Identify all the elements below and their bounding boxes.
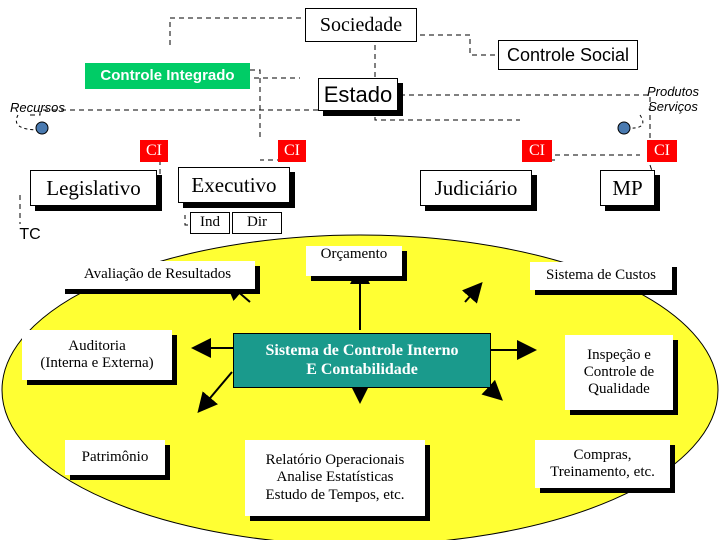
estado-box: Estado: [318, 78, 398, 111]
executivo-label: Executivo: [191, 172, 277, 197]
estado-label: Estado: [323, 81, 393, 107]
sistema-custos-label: Sistema de Custos: [545, 267, 656, 284]
ci-badge: CI: [278, 140, 306, 162]
inspecao-box: Inspeção e Controle de Qualidade: [565, 335, 673, 410]
ind-box: Ind: [190, 212, 230, 234]
compras-box: Compras, Treinamento, etc.: [535, 440, 670, 488]
inspecao-label: Inspeção e Controle de Qualidade: [583, 346, 655, 398]
ci-badge: CI: [522, 140, 552, 162]
patrimonio-label: Patrimônio: [81, 448, 149, 465]
dir-label: Dir: [247, 214, 267, 231]
patrimonio-box: Patrimônio: [65, 440, 165, 475]
executivo-box: Executivo: [178, 167, 290, 203]
ci-label: CI: [654, 141, 670, 159]
tc-label: TC: [15, 224, 45, 246]
controle-social-label: Controle Social: [506, 44, 630, 65]
relatorio-box: Relatório Operacionais Analise Estatísti…: [245, 440, 425, 516]
controle-integrado-box: Controle Integrado: [85, 63, 250, 89]
auditoria-label: Auditoria (Interna e Externa): [40, 337, 154, 371]
ci-label: CI: [529, 141, 545, 159]
recursos-label: Recursos: [10, 100, 65, 115]
dir-box: Dir: [232, 212, 282, 234]
controle-integrado-label: Controle Integrado: [100, 67, 235, 85]
controle-social-box: Controle Social: [498, 40, 638, 70]
avaliacao-resultados-box: Avaliação de Resultados: [60, 261, 255, 289]
ind-label: Ind: [200, 214, 220, 231]
orcamento-label: Orçamento: [320, 246, 388, 262]
avaliacao-label: Avaliação de Resultados: [83, 266, 232, 283]
legislativo-label: Legislativo: [46, 175, 141, 200]
center-title-line1: Sistema de Controle Interno: [265, 342, 459, 360]
sistema-controle-interno-box: Sistema de Controle Interno E Contabilid…: [233, 333, 491, 388]
compras-label: Compras, Treinamento, etc.: [550, 446, 655, 480]
recursos-dot: [35, 121, 49, 135]
auditoria-box: Auditoria (Interna e Externa): [22, 330, 172, 380]
produtos-dot: [617, 121, 631, 135]
legislativo-box: Legislativo: [30, 170, 157, 206]
ci-label: CI: [284, 141, 300, 159]
sistema-custos-box: Sistema de Custos: [530, 262, 672, 290]
orcamento-box: Orçamento: [306, 246, 402, 276]
sociedade-box: Sociedade: [305, 8, 417, 42]
ci-label: CI: [146, 141, 162, 159]
sociedade-label: Sociedade: [319, 13, 403, 36]
judiciario-box: Judiciário: [420, 170, 532, 206]
center-title-line2: E Contabilidade: [306, 360, 418, 378]
ci-badge: CI: [647, 140, 677, 162]
ci-badge: CI: [140, 140, 168, 162]
recursos-arc: [15, 114, 41, 131]
mp-box: MP: [600, 170, 655, 206]
relatorio-label: Relatório Operacionais Analise Estatísti…: [265, 452, 405, 503]
produtos-servicos-label: Produtos Serviços: [646, 84, 700, 114]
judiciario-label: Judiciário: [434, 175, 518, 200]
mp-label: MP: [612, 175, 643, 200]
tc-text: TC: [19, 225, 41, 243]
